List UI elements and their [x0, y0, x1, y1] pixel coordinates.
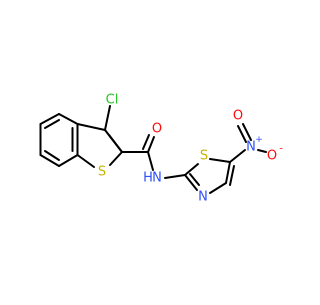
bonds	[39, 105, 267, 194]
bond	[76, 154, 95, 168]
bond	[209, 158, 231, 163]
atom-labels: Cl S O N H S N N + O O -	[98, 93, 283, 205]
bond	[108, 134, 123, 153]
bond	[147, 151, 154, 171]
bond	[189, 173, 200, 186]
bond	[242, 123, 252, 141]
bond	[109, 151, 123, 166]
bond	[164, 174, 186, 179]
bond	[142, 134, 150, 150]
bond	[237, 125, 247, 143]
atom-oxygen-nitro-single: O	[267, 149, 277, 164]
bond	[229, 165, 235, 186]
bond	[44, 150, 60, 161]
bond	[76, 123, 106, 131]
bond	[58, 154, 79, 167]
atom-chlorine: Cl	[106, 93, 119, 108]
atom-sulfur-thiazole: S	[200, 149, 208, 164]
atom-oxygen-nitro-double: O	[233, 109, 243, 124]
bond	[39, 113, 60, 125]
bond	[257, 149, 267, 153]
bond	[39, 154, 60, 167]
atom-hydrogen-amide: H	[143, 171, 153, 186]
atom-nitrogen-thiazole: N	[198, 190, 208, 205]
structure-diagram: Cl S O N H S N N + O O -	[39, 93, 283, 205]
bond	[58, 113, 79, 125]
atom-oxygen-carbonyl: O	[152, 122, 162, 137]
bond	[184, 163, 199, 176]
atom-nitrogen-amide: N	[152, 171, 162, 186]
atom-nitrogen-nitro: N	[246, 140, 256, 155]
charge-minus: -	[279, 144, 283, 155]
bond	[209, 182, 227, 194]
bond	[184, 174, 198, 191]
bond	[104, 105, 111, 131]
atom-sulfur-benzothiophene: S	[98, 165, 106, 180]
bond	[44, 119, 60, 129]
bond	[229, 149, 246, 163]
charge-plus: +	[255, 135, 263, 145]
molecule-canvas: Cl S O N H S N N + O O -	[39, 93, 283, 205]
bond	[147, 136, 155, 153]
bond	[225, 161, 231, 184]
